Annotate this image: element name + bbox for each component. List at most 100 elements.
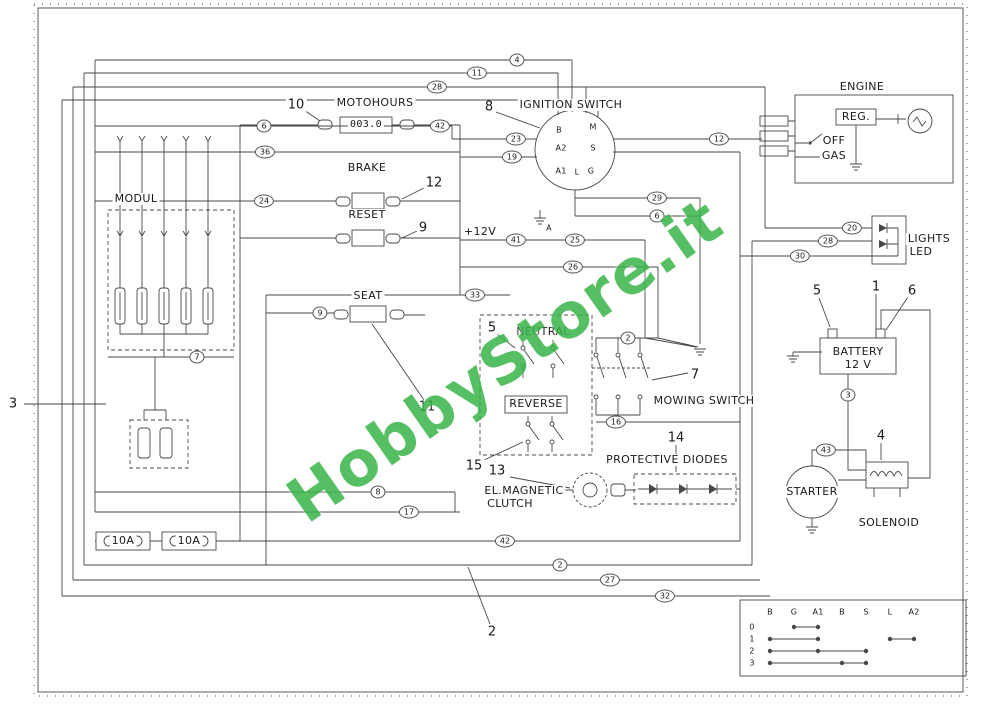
wire-tag-9: 9 bbox=[312, 306, 328, 320]
bus-wires bbox=[61, 59, 770, 597]
neutral-label: NEUTRAL bbox=[514, 325, 572, 338]
led-label: LED bbox=[907, 245, 935, 258]
callout-14: 14 bbox=[665, 430, 687, 446]
wire-tag-25: 25 bbox=[564, 233, 586, 247]
callout-9: 9 bbox=[416, 220, 430, 236]
fuse-1-label: 10A bbox=[109, 534, 137, 547]
callout-5-battery: 5 bbox=[810, 283, 824, 299]
wire-tag-7: 7 bbox=[189, 350, 205, 364]
battery-box bbox=[819, 337, 897, 375]
lights-label: LIGHTS bbox=[905, 232, 953, 245]
terminal-chart-row: 1 bbox=[749, 634, 755, 644]
terminal-chart-column: B bbox=[839, 607, 845, 617]
terminal-chart-marks bbox=[767, 624, 917, 666]
starter-label: STARTER bbox=[784, 485, 840, 498]
callout-5-neutral: 5 bbox=[485, 320, 499, 336]
solenoid-label: SOLENOID bbox=[856, 516, 922, 529]
wire-tag-4: 4 bbox=[509, 53, 525, 67]
wire-tag-6: 6 bbox=[256, 119, 272, 133]
reset-label: RESET bbox=[346, 208, 388, 221]
ignition-pos-m: M bbox=[589, 122, 597, 132]
wire-tag-28: 28 bbox=[817, 234, 839, 248]
callout-10: 10 bbox=[285, 97, 307, 113]
wire-tag-42: 42 bbox=[429, 119, 451, 133]
wire-tag-32: 32 bbox=[654, 589, 676, 603]
clutch-circle bbox=[572, 472, 608, 508]
terminal-chart-column: B bbox=[767, 607, 773, 617]
wire-tag-24: 24 bbox=[253, 194, 275, 208]
protective-diodes-label: PROTECTIVE DIODES bbox=[604, 453, 730, 466]
terminal-chart-column: A2 bbox=[908, 607, 920, 617]
callout-13: 13 bbox=[486, 463, 508, 479]
terminal-chart-box bbox=[739, 599, 967, 677]
callout-6: 6 bbox=[905, 283, 919, 299]
terminal-chart-column: G bbox=[790, 607, 798, 617]
motohours-value: 003.0 bbox=[347, 119, 385, 131]
terminal-chart-row: 2 bbox=[749, 646, 755, 656]
reg-label: REG. bbox=[839, 110, 873, 123]
terminal-chart-row: 0 bbox=[749, 622, 755, 632]
reset-switch-box bbox=[351, 229, 385, 247]
ignition-pos-s: S bbox=[590, 143, 596, 153]
ignition-pos-a2: A2 bbox=[555, 143, 567, 153]
wire-tag-33: 33 bbox=[464, 288, 486, 302]
callout-12: 12 bbox=[423, 175, 445, 191]
mowing-switch-label: MOWING SWITCH bbox=[651, 394, 757, 407]
wire-tag-2: 2 bbox=[552, 558, 568, 572]
wire-tag-16: 16 bbox=[605, 415, 627, 429]
wire-tag-12: 12 bbox=[708, 132, 730, 146]
ignition-pos-g: G bbox=[587, 166, 595, 176]
wire-tag-29: 29 bbox=[646, 191, 668, 205]
gas-label: GAS bbox=[819, 149, 849, 162]
el-magnetic-label: EL.MAGNETIC bbox=[482, 484, 566, 497]
modul-sub-box bbox=[129, 419, 189, 469]
battery-voltage-label: 12 V bbox=[842, 358, 874, 371]
terminal-chart-column: S bbox=[863, 607, 869, 617]
seat-switch-box bbox=[349, 305, 387, 323]
motohours-label: MOTOHOURS bbox=[334, 96, 416, 109]
frame-ticks bbox=[33, 3, 968, 697]
wire-tag-11: 11 bbox=[466, 66, 488, 80]
diodes-box bbox=[633, 473, 737, 505]
wire-tag-26: 26 bbox=[562, 260, 584, 274]
wire-tag-30: 30 bbox=[789, 249, 811, 263]
modul-box bbox=[107, 209, 235, 351]
fuse-2-label: 10A bbox=[175, 534, 203, 547]
ignition-pos-l: L bbox=[574, 167, 580, 177]
callout-1: 1 bbox=[869, 279, 883, 295]
wire-tag-28: 28 bbox=[426, 80, 448, 94]
wire-tag-23: 23 bbox=[505, 132, 527, 146]
reverse-box bbox=[504, 395, 568, 414]
wire-tag-19: 19 bbox=[501, 150, 523, 164]
brake-label: BRAKE bbox=[345, 161, 389, 174]
ignition-terminal-a: A bbox=[546, 223, 552, 233]
callout-4: 4 bbox=[874, 428, 888, 444]
wire-tag-43: 43 bbox=[815, 443, 837, 457]
ignition-switch-label: IGNITION SWITCH bbox=[517, 98, 625, 111]
wire-tag-20: 20 bbox=[841, 221, 863, 235]
battery-label: BATTERY bbox=[830, 345, 886, 358]
modul-label: MODUL bbox=[112, 192, 160, 205]
callout-3: 3 bbox=[6, 396, 20, 412]
terminal-chart-column: A1 bbox=[812, 607, 824, 617]
seat-label: SEAT bbox=[351, 289, 385, 302]
reverse-label: REVERSE bbox=[507, 397, 565, 410]
callout-8: 8 bbox=[482, 99, 496, 115]
callout-2: 2 bbox=[485, 624, 499, 640]
generator-circle bbox=[907, 108, 933, 134]
frame-border bbox=[37, 7, 964, 693]
plus12v-label: +12V bbox=[461, 225, 499, 238]
solenoid-box bbox=[865, 461, 909, 489]
wire-tag-42: 42 bbox=[494, 534, 516, 548]
wire-tag-6: 6 bbox=[649, 209, 665, 223]
terminal-chart-row: 3 bbox=[749, 658, 755, 668]
ignition-pos-a1: A1 bbox=[555, 166, 567, 176]
wire-tag-3: 3 bbox=[840, 388, 856, 402]
wire-tag-41: 41 bbox=[505, 233, 527, 247]
engine-box bbox=[794, 94, 954, 184]
wire-tag-36: 36 bbox=[254, 145, 276, 159]
leader-lines bbox=[24, 109, 909, 625]
